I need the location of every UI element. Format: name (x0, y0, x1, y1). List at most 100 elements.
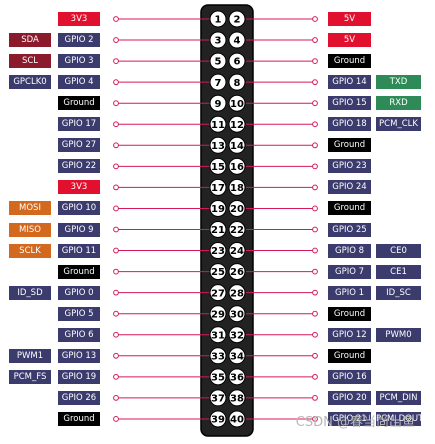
pin-18-name-label: GPIO 24 (328, 180, 371, 195)
pin-10-lead-dot (312, 100, 318, 107)
pin-3-circle (209, 31, 227, 49)
pin-7-circle (209, 73, 227, 91)
watermark-text: CSDN @春当尚出鱼 (295, 415, 415, 430)
pin-23-name-label: GPIO 11 (58, 243, 100, 258)
pin-36-number: 36 (230, 372, 244, 383)
pin-24-lead-dot (312, 247, 318, 254)
pin-7-alt-label: GPCLK0 (9, 75, 51, 90)
pin-18-circle (228, 178, 246, 196)
pin-40-lead-dot (312, 416, 318, 422)
pin-12-number: 12 (230, 120, 244, 131)
pin-5-lead-dot (113, 58, 119, 64)
pin-36-circle (228, 368, 246, 386)
pin-27-circle (209, 284, 227, 302)
pin-25-name-label: Ground (58, 264, 100, 279)
pin-10-name-label: GPIO 15 (328, 96, 371, 111)
pin-10-number: 10 (230, 99, 244, 110)
pin-26-number: 26 (230, 267, 244, 278)
pin-13-circle (209, 136, 227, 154)
pin-3-number: 3 (215, 36, 222, 47)
pin-14-circle (228, 136, 246, 154)
pin-28-circle (228, 284, 246, 302)
pin-1-circle (209, 10, 227, 28)
pin-8-circle (228, 73, 246, 91)
pin-33-circle (209, 347, 227, 365)
pin-19-circle (209, 199, 227, 217)
pin-8-name-label: GPIO 14 (328, 75, 371, 90)
pin-22-number: 22 (230, 225, 244, 236)
pin-4-name-label: 5V (328, 33, 371, 48)
pin-2-lead-dot (312, 16, 318, 22)
pin-1-name-label: 3V3 (58, 12, 100, 26)
pin-6-number: 6 (234, 57, 241, 68)
pin-20-name-label: Ground (328, 201, 371, 216)
pin-19-number: 19 (211, 204, 225, 215)
pin-7-number: 7 (215, 78, 222, 89)
pin-22-lead-dot (312, 226, 318, 233)
pin-24-name-label: GPIO 8 (328, 243, 371, 258)
pin-9-lead-dot (113, 100, 119, 107)
pin-40-name-label: GPIO 21 (328, 411, 371, 426)
pin-24-number: 24 (230, 246, 244, 257)
pin-27-name-label: GPIO 0 (58, 285, 100, 300)
pin-21-alt-label: MISO (9, 222, 51, 237)
pin-40-alt-label: PCM_DOUT (376, 411, 421, 426)
pin-36-name-label: GPIO 16 (328, 369, 371, 384)
pin-40-circle (228, 410, 246, 428)
pin-11-circle (209, 115, 227, 133)
pin-39-name-label: Ground (58, 411, 100, 426)
pin-28-alt-label: ID_SC (376, 285, 421, 300)
pin-8-alt-label: TXD (376, 75, 421, 90)
pin-37-number: 37 (211, 394, 225, 405)
pin-34-lead-dot (312, 352, 318, 359)
pin-27-number: 27 (211, 288, 225, 299)
pin-17-name-label: 3V3 (58, 180, 100, 195)
pin-14-name-label: Ground (328, 138, 371, 153)
pin-27-lead-dot (113, 289, 119, 296)
pin-35-alt-label: PCM_FS (9, 369, 51, 384)
pin-37-lead-dot (113, 395, 119, 401)
pin-15-name-label: GPIO 22 (58, 159, 100, 174)
pin-2-number: 2 (234, 15, 241, 26)
pin-25-lead-dot (113, 268, 119, 275)
pin-4-lead-dot (312, 37, 318, 43)
pin-23-circle (209, 242, 227, 260)
pin-35-number: 35 (211, 372, 225, 383)
pin-27-alt-label: ID_SD (9, 285, 51, 300)
pin-6-circle (228, 52, 246, 70)
pin-9-name-label: Ground (58, 96, 100, 111)
pin-30-lead-dot (312, 310, 318, 317)
pin-28-name-label: GPIO 1 (328, 285, 371, 300)
pin-31-lead-dot (113, 331, 119, 338)
pin-2-circle (228, 10, 246, 28)
pin-6-lead-dot (312, 58, 318, 64)
pin-3-alt-label: SDA (9, 33, 51, 48)
pin-32-alt-label: PWM0 (376, 327, 421, 342)
pin-15-number: 15 (211, 162, 225, 173)
pin-34-circle (228, 347, 246, 365)
pin-39-lead-dot (113, 416, 119, 422)
pin-23-number: 23 (211, 246, 225, 257)
pin-24-alt-label: CE0 (376, 243, 421, 258)
pin-29-name-label: GPIO 5 (58, 306, 100, 321)
pin-23-alt-label: SCLK (9, 243, 51, 258)
pin-12-lead-dot (312, 121, 318, 128)
pin-33-name-label: GPIO 13 (58, 348, 100, 363)
pin-14-number: 14 (230, 141, 244, 152)
pin-21-lead-dot (113, 226, 119, 233)
pin-38-name-label: GPIO 20 (328, 390, 371, 405)
pin-9-number: 9 (215, 99, 222, 110)
pin-26-circle (228, 263, 246, 281)
pin-32-number: 32 (230, 330, 244, 341)
pin-9-circle (209, 94, 227, 112)
pin-14-lead-dot (312, 142, 318, 149)
pin-35-lead-dot (113, 373, 119, 380)
pin-25-circle (209, 263, 227, 281)
pin-24-circle (228, 242, 246, 260)
pin-15-lead-dot (113, 163, 119, 170)
pin-33-number: 33 (211, 351, 225, 362)
pin-13-name-label: GPIO 27 (58, 138, 100, 153)
pin-12-name-label: GPIO 18 (328, 117, 371, 132)
